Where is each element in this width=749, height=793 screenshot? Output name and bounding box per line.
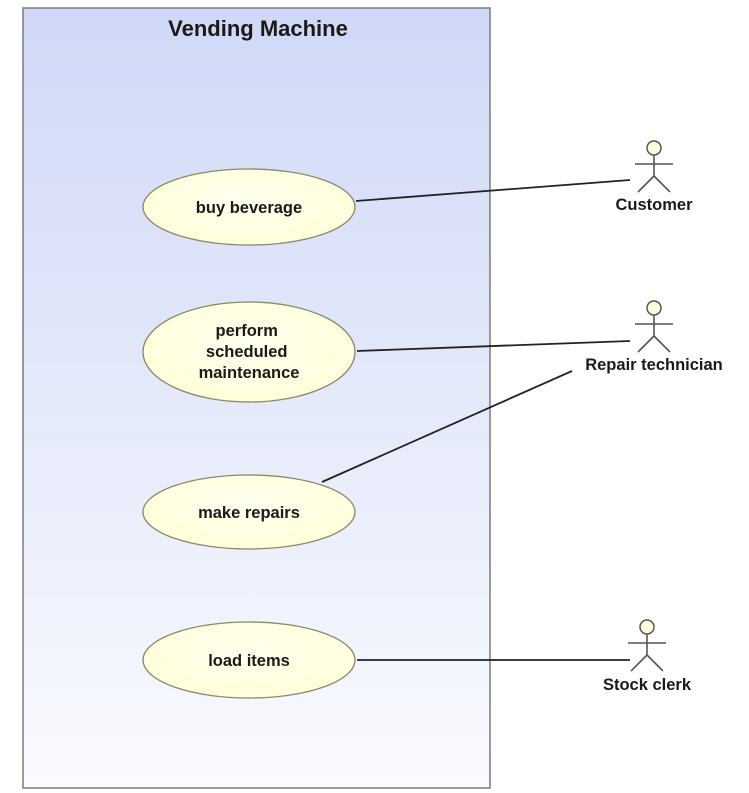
association-maintenance-repair-technician[interactable]	[356, 340, 631, 352]
use-case-load-items[interactable]: load items	[142, 621, 356, 699]
use-case-label: buy beverage	[196, 199, 302, 217]
use-case-label-line-2: scheduled	[206, 343, 288, 361]
svg-text:perform scheduled: perform scheduled maintenance	[199, 322, 300, 382]
actor-stock-clerk[interactable]: Stock clerk	[603, 619, 692, 694]
actor-label: Stock clerk	[603, 676, 692, 694]
svg-text:load items: load items	[208, 652, 290, 670]
svg-text:make repairs: make repairs	[198, 504, 300, 522]
svg-text:buy beverage: buy beverage	[196, 199, 302, 217]
associations	[321, 179, 631, 661]
use-case-label: load items	[208, 652, 290, 670]
use-case-make-repairs[interactable]: make repairs	[142, 474, 356, 550]
use-case-label: make repairs	[198, 504, 300, 522]
stick-figure-icon	[635, 300, 673, 353]
actor-label: Customer	[615, 196, 693, 214]
use-case-buy-beverage[interactable]: buy beverage	[142, 168, 356, 246]
use-case-label-line-1: perform	[216, 322, 278, 340]
actor-label: Repair technician	[585, 356, 723, 374]
stick-figure-icon	[628, 619, 666, 672]
use-case-label-line-3: maintenance	[199, 364, 300, 382]
association-buy-beverage-customer[interactable]	[355, 179, 631, 202]
actor-customer[interactable]: Customer	[615, 140, 693, 214]
use-case-perform-scheduled-maintenance[interactable]: perform scheduled maintenance	[142, 301, 356, 403]
stick-figure-icon	[635, 140, 673, 193]
actor-repair-technician[interactable]: Repair technician	[585, 300, 723, 374]
system-title: Vending Machine	[168, 16, 348, 41]
association-make-repairs-repair-technician[interactable]	[321, 370, 573, 483]
